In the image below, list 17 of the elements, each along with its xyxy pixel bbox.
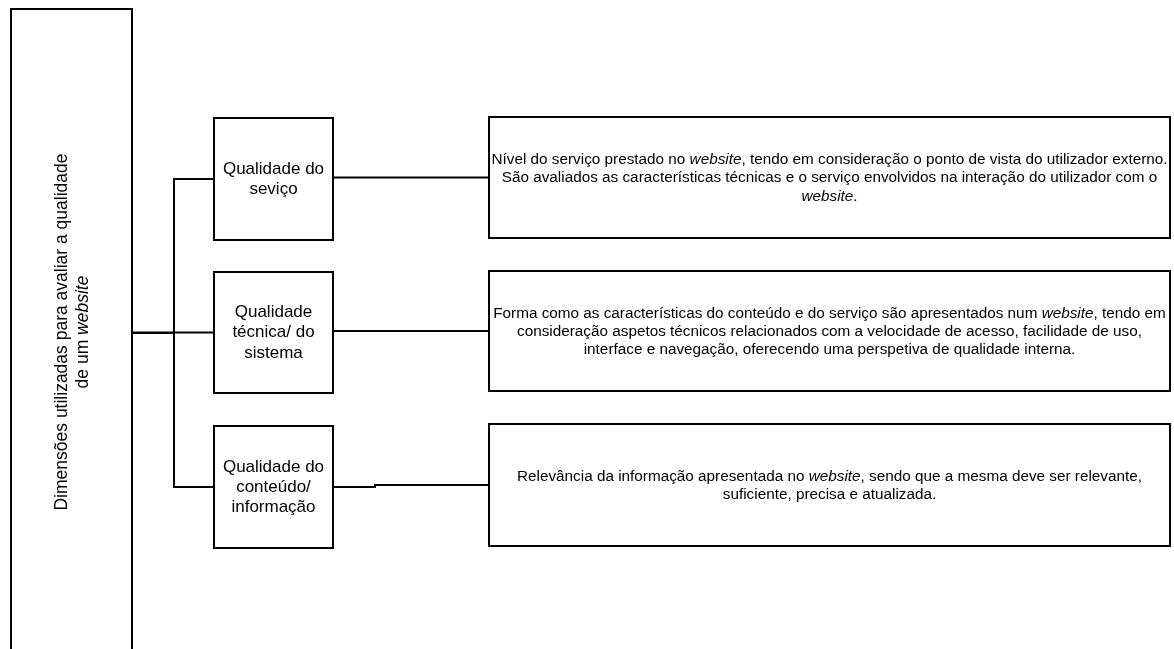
dimension-box [213,271,334,394]
description-text: Forma como as características do conteúdo e do serviço são apresentados num website, tendo em consideração aspetos técnicos relacionados com a velocidade de acesso, facilidade de uso, interface e navegação, oferecendo uma perspetiva de qualidade interna. [492,303,1167,359]
connector-line [333,330,489,332]
dimension-box [213,117,334,241]
dimension-box [213,425,334,549]
description-text: Nível do serviço prestado no website, tendo em consideração o ponto de vista do utilizador externo. São avaliados as características técnicas e o serviço envolvidos na interação do utilizador com o website. [490,150,1169,205]
description-box [488,116,1171,239]
description-box [488,270,1171,392]
connector-line [333,484,489,488]
dimension-label: Qualidade do seviço [221,158,326,200]
description-text: Relevância da informação apresentada no website, sendo que a mesma deve ser relevante, suficiente, precisa e atualizada. [516,466,1143,504]
description-box [488,423,1171,547]
dimension-label: Qualidade do conteúdo/ informação [221,456,326,518]
connector-line [132,332,214,488]
dimension-label: Qualidade técnica/ do sistema [231,302,316,363]
category-box [10,8,133,649]
connector-line [333,176,489,179]
